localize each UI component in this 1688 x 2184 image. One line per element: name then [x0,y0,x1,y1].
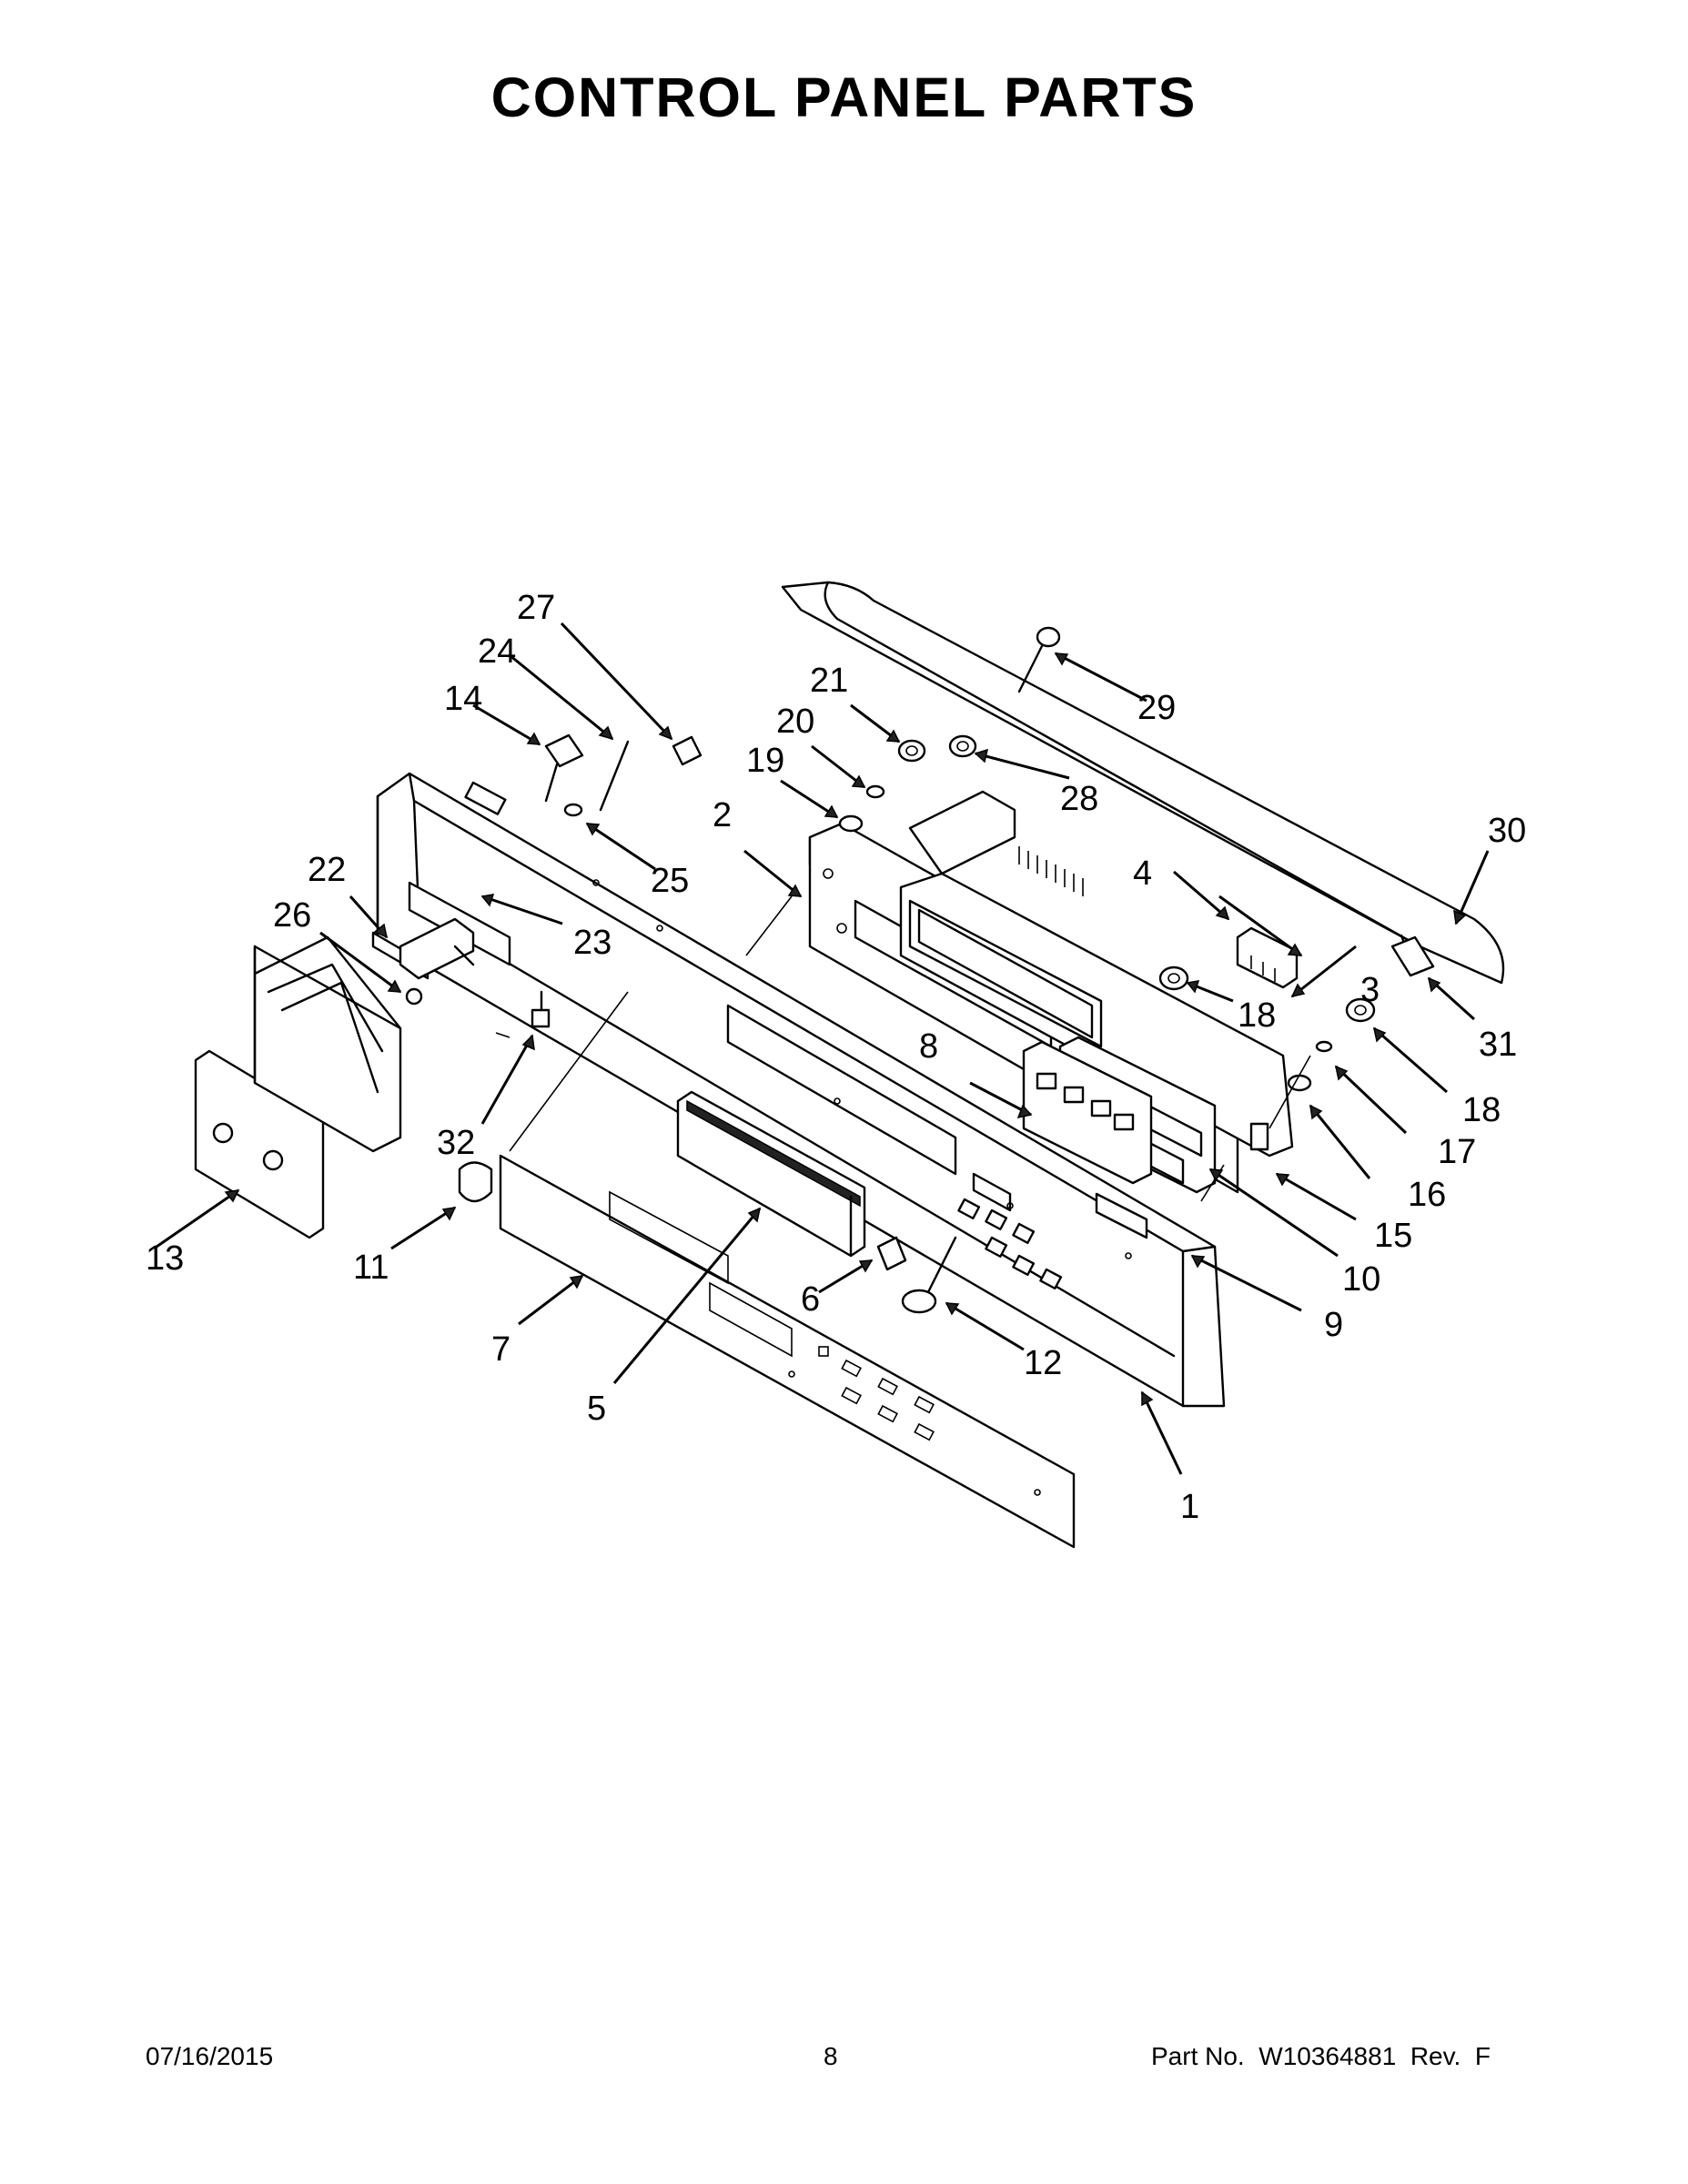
callout-18: 18 [1462,1091,1501,1129]
part-21-nut [897,739,926,763]
part-17-washer [1315,1040,1333,1053]
callout-23: 23 [573,924,612,962]
part-4-connector [1236,926,1299,989]
page-title: CONTROL PANEL PARTS [490,66,1198,128]
part-20-washer [865,784,885,799]
part-29-screw [1017,626,1061,693]
part-18-nut-right [1345,997,1376,1023]
part-11-screw [458,1161,493,1203]
part-30-top-cap [781,581,1505,985]
callout-21: 21 [810,662,848,700]
part-6-knob [876,1236,907,1271]
callout-1: 1 [1180,1488,1199,1526]
part-28-nut [948,734,977,758]
part-19-washer [838,814,864,833]
callout-22: 22 [308,851,346,889]
part-12-screw [901,1236,957,1314]
callout-18b: 18 [1238,996,1276,1035]
part-7-overlay [499,1154,1076,1549]
part-1-console-panel [376,772,1226,1408]
leader-arrows [156,622,1490,1475]
part-27-clip [672,735,702,766]
callout-16: 16 [1408,1176,1446,1214]
part-31-end-cap [1390,935,1435,977]
callout-3: 3 [1360,971,1380,1009]
part-14-bolt [544,733,584,803]
callout-30: 30 [1488,812,1526,850]
callout-32: 32 [437,1124,475,1162]
part-25-washer [563,803,583,817]
callout-28: 28 [1060,780,1098,818]
footer-part-number: Part No. W10364881 Rev. F [1151,2042,1491,2070]
part-32-clip [531,990,551,1028]
callout-31: 31 [1479,1026,1517,1064]
callout-17: 17 [1438,1133,1476,1171]
callout-5: 5 [587,1390,606,1428]
callout-7: 7 [491,1330,510,1369]
callout-27: 27 [517,589,555,627]
part-5-display-lens [676,1090,866,1258]
callout-13: 13 [146,1239,184,1278]
footer-page-number: 8 [824,2042,838,2070]
callout-11: 11 [353,1249,389,1287]
callout-15: 15 [1374,1217,1412,1255]
part-15-bracket [1249,1122,1269,1151]
part-13-handle-bracket [194,935,402,1239]
callout-9: 9 [1324,1306,1343,1344]
callout-24: 24 [478,632,516,671]
part-18-nut-center [1158,966,1189,991]
callout-25: 25 [651,862,689,900]
callout-26: 26 [273,896,311,935]
part-3-control-board [899,790,1294,1158]
callout-4: 4 [1133,854,1152,893]
footer-date: 07/16/2015 [146,2042,274,2070]
callout-10: 10 [1342,1260,1380,1299]
part-26-nut [405,987,423,1006]
callout-8: 8 [919,1027,938,1066]
callout-14: 14 [444,680,482,718]
part-23-switch [399,917,475,980]
part-8-keypad [1022,1040,1153,1185]
callout-6: 6 [801,1280,820,1319]
callout-2: 2 [713,796,732,834]
callout-19: 19 [746,742,784,780]
callout-20: 20 [776,703,814,741]
callout-12: 12 [1024,1344,1062,1382]
part-24-pin [599,740,630,812]
callout-29: 29 [1137,689,1176,727]
callout-labels: 1 2 3 4 5 6 7 8 9 10 11 12 13 14 15 16 1… [146,589,1526,1526]
